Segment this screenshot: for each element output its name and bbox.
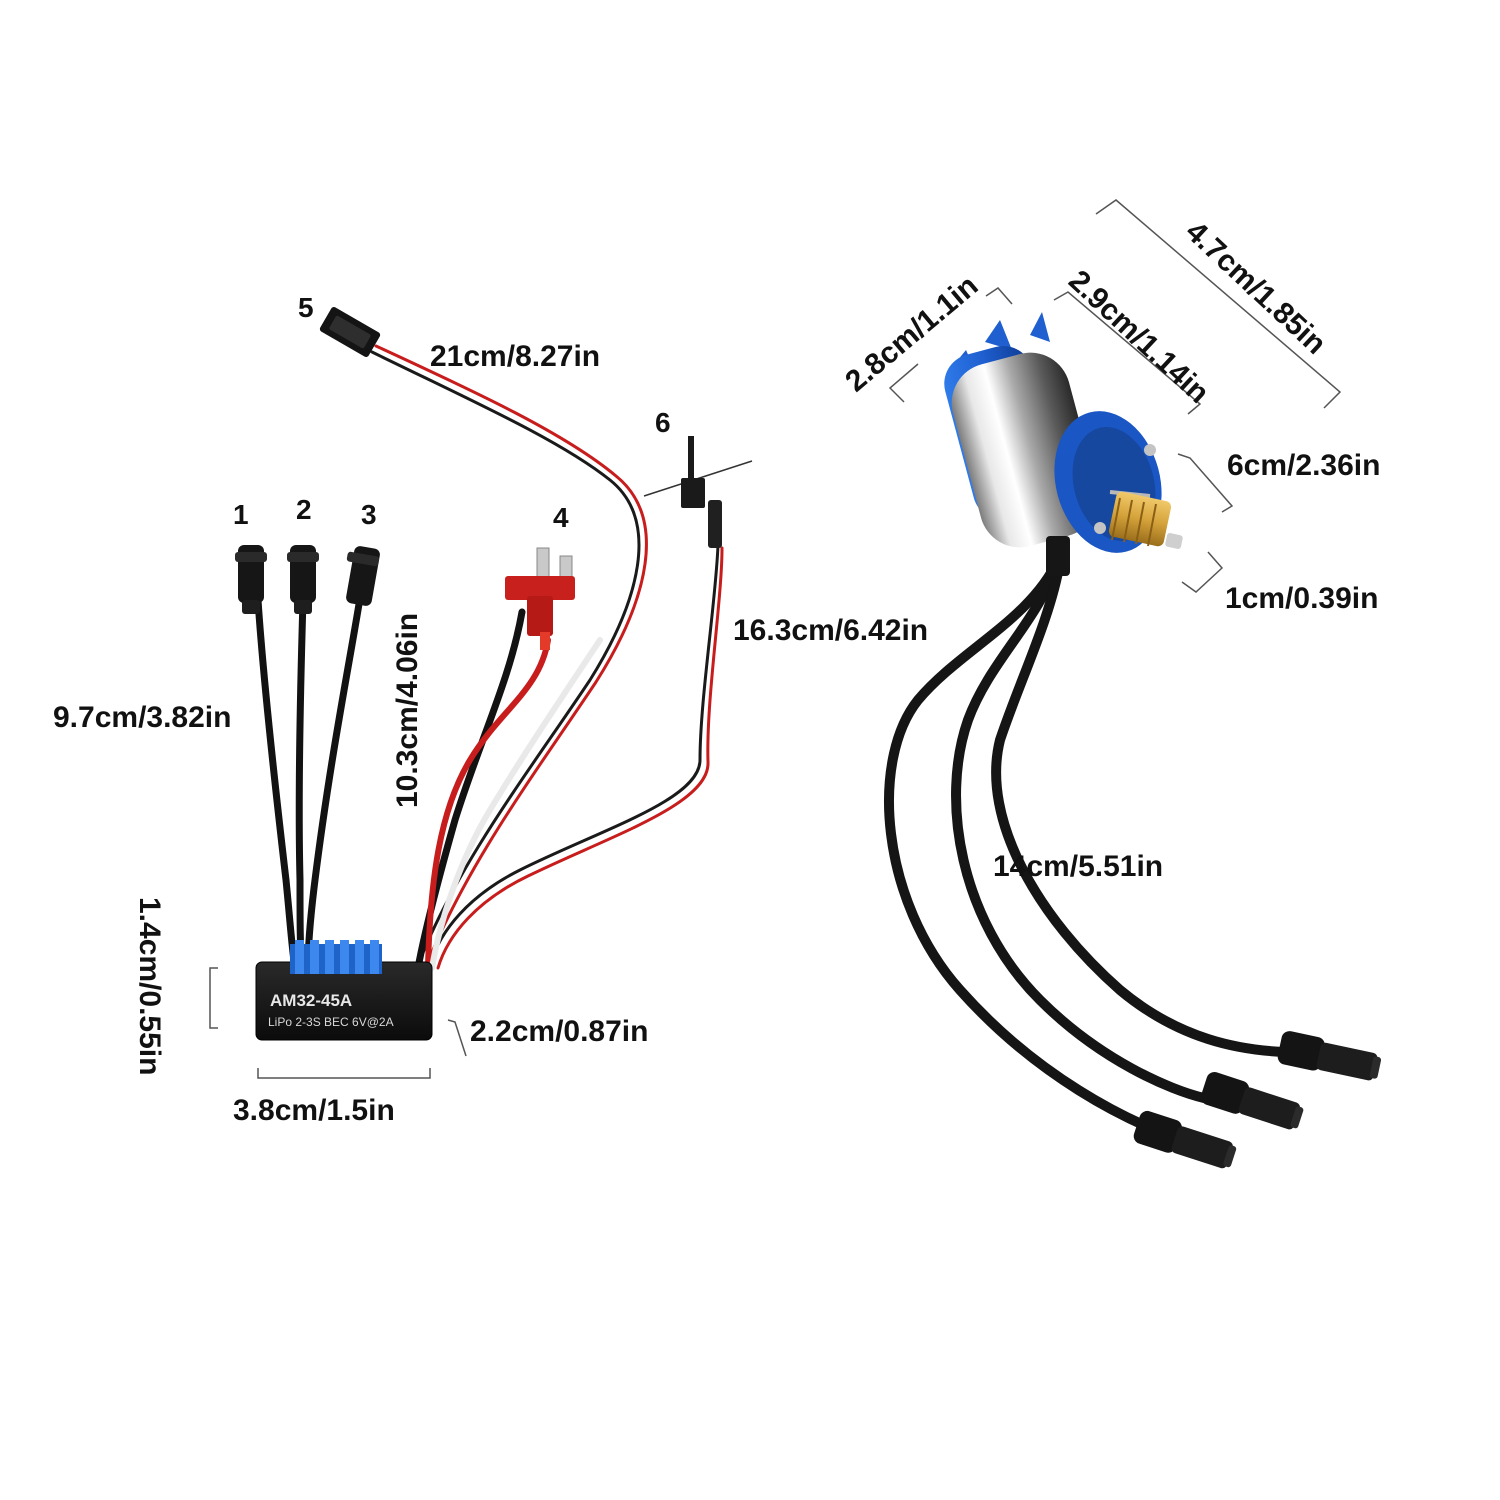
esc-thickness-bracket [447, 1019, 467, 1057]
esc-width-label: 3.8cm/1.5in [233, 1094, 395, 1127]
connector-number-5: 5 [298, 292, 314, 323]
receiver-lead-length-label: 21cm/8.27in [430, 340, 600, 373]
motor-diameter-bracket [1177, 453, 1234, 513]
motor-lead-connector-3 [346, 546, 380, 606]
esc-thickness-label: 2.2cm/0.87in [470, 1015, 648, 1048]
receiver-plug [319, 306, 381, 358]
connector-number-6: 6 [655, 407, 671, 438]
esc-height-bracket [209, 967, 218, 1029]
motor-wires [884, 555, 1289, 1137]
esc-height-label: 1.4cm/0.55in [133, 897, 166, 1075]
esc-heatsink [290, 940, 382, 974]
motor-can-bracket [1053, 291, 1202, 415]
motor-lead-connector-2 [287, 545, 319, 614]
motor-wire-length-label: 14cm/5.51in [993, 850, 1163, 883]
esc-model-label: AM32-45A [270, 991, 352, 1010]
battery-lead-wires [414, 608, 603, 972]
motor-length-bracket [1095, 199, 1342, 409]
motor-wire-connector-1 [1133, 1110, 1237, 1169]
motor-body [944, 312, 1183, 576]
power-switch [643, 436, 753, 548]
motor-phase-leads [254, 594, 364, 972]
connector-number-2: 2 [296, 494, 312, 525]
shaft-length-bracket [1181, 551, 1224, 593]
esc-assembly: AM32-45A LiPo 2-3S BEC 6V@2A 1 2 3 4 5 6… [53, 292, 928, 1127]
motor-wire-connector-3 [1277, 1031, 1382, 1081]
connector-number-3: 3 [361, 499, 377, 530]
switch-lead-length-label: 16.3cm/6.42in [733, 614, 928, 647]
battery-lead-length-label: 10.3cm/4.06in [391, 613, 424, 808]
connector-number-4: 4 [553, 502, 569, 533]
esc-body: AM32-45A LiPo 2-3S BEC 6V@2A [255, 940, 433, 1041]
motor-can-length-label: 2.9cm/1.14in [1062, 264, 1215, 410]
pinion-gear [1108, 491, 1183, 549]
esc-spec-label: LiPo 2-3S BEC 6V@2A [268, 1015, 394, 1029]
motor-diameter-label: 6cm/2.36in [1227, 449, 1380, 482]
motor-assembly: 4.7cm/1.85in 2.9cm/1.14in 2.8cm/1.1in 6c… [839, 199, 1382, 1169]
receiver-lead-wire [370, 344, 648, 964]
battery-t-plug [505, 547, 575, 650]
motor-total-length-label: 4.7cm/1.85in [1179, 215, 1332, 361]
motor-wire-connector-2 [1200, 1072, 1304, 1130]
motor-lead-connector-1 [235, 545, 267, 614]
shaft-length-label: 1cm/0.39in [1225, 582, 1378, 615]
esc-width-bracket [257, 1068, 431, 1079]
switch-lead-wire [428, 543, 724, 970]
motor-fan-bracket [888, 287, 1013, 403]
connector-number-1: 1 [233, 499, 249, 530]
motor-leads-length-label: 9.7cm/3.82in [53, 701, 231, 734]
